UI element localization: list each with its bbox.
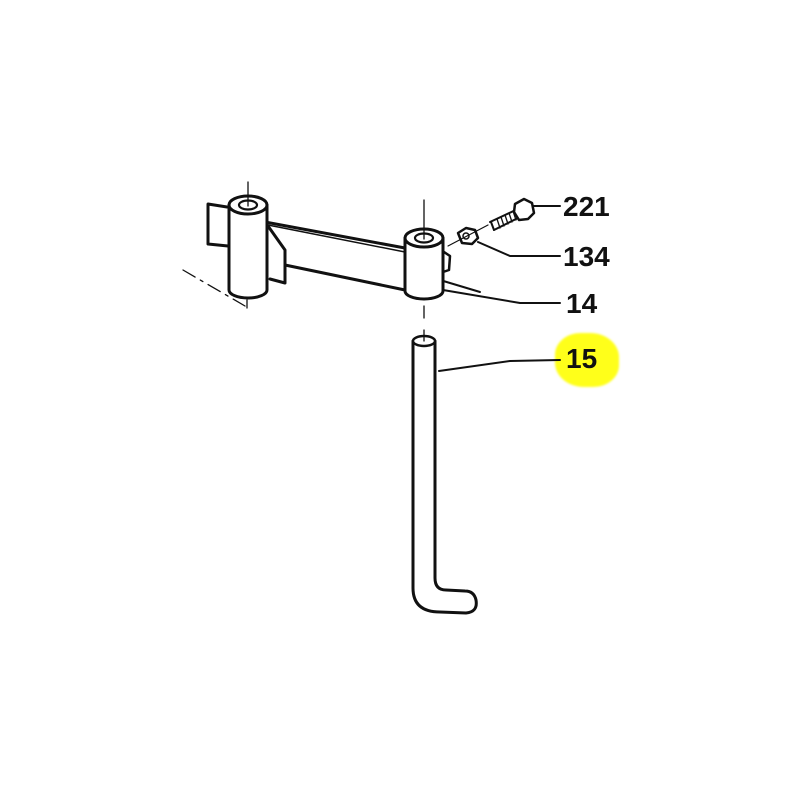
callout-14: 14 [566, 288, 598, 319]
callout-highlight [555, 333, 619, 387]
callout-15: 15 [566, 343, 598, 374]
callout-221: 221 [563, 191, 610, 222]
callout-134: 134 [563, 241, 610, 272]
